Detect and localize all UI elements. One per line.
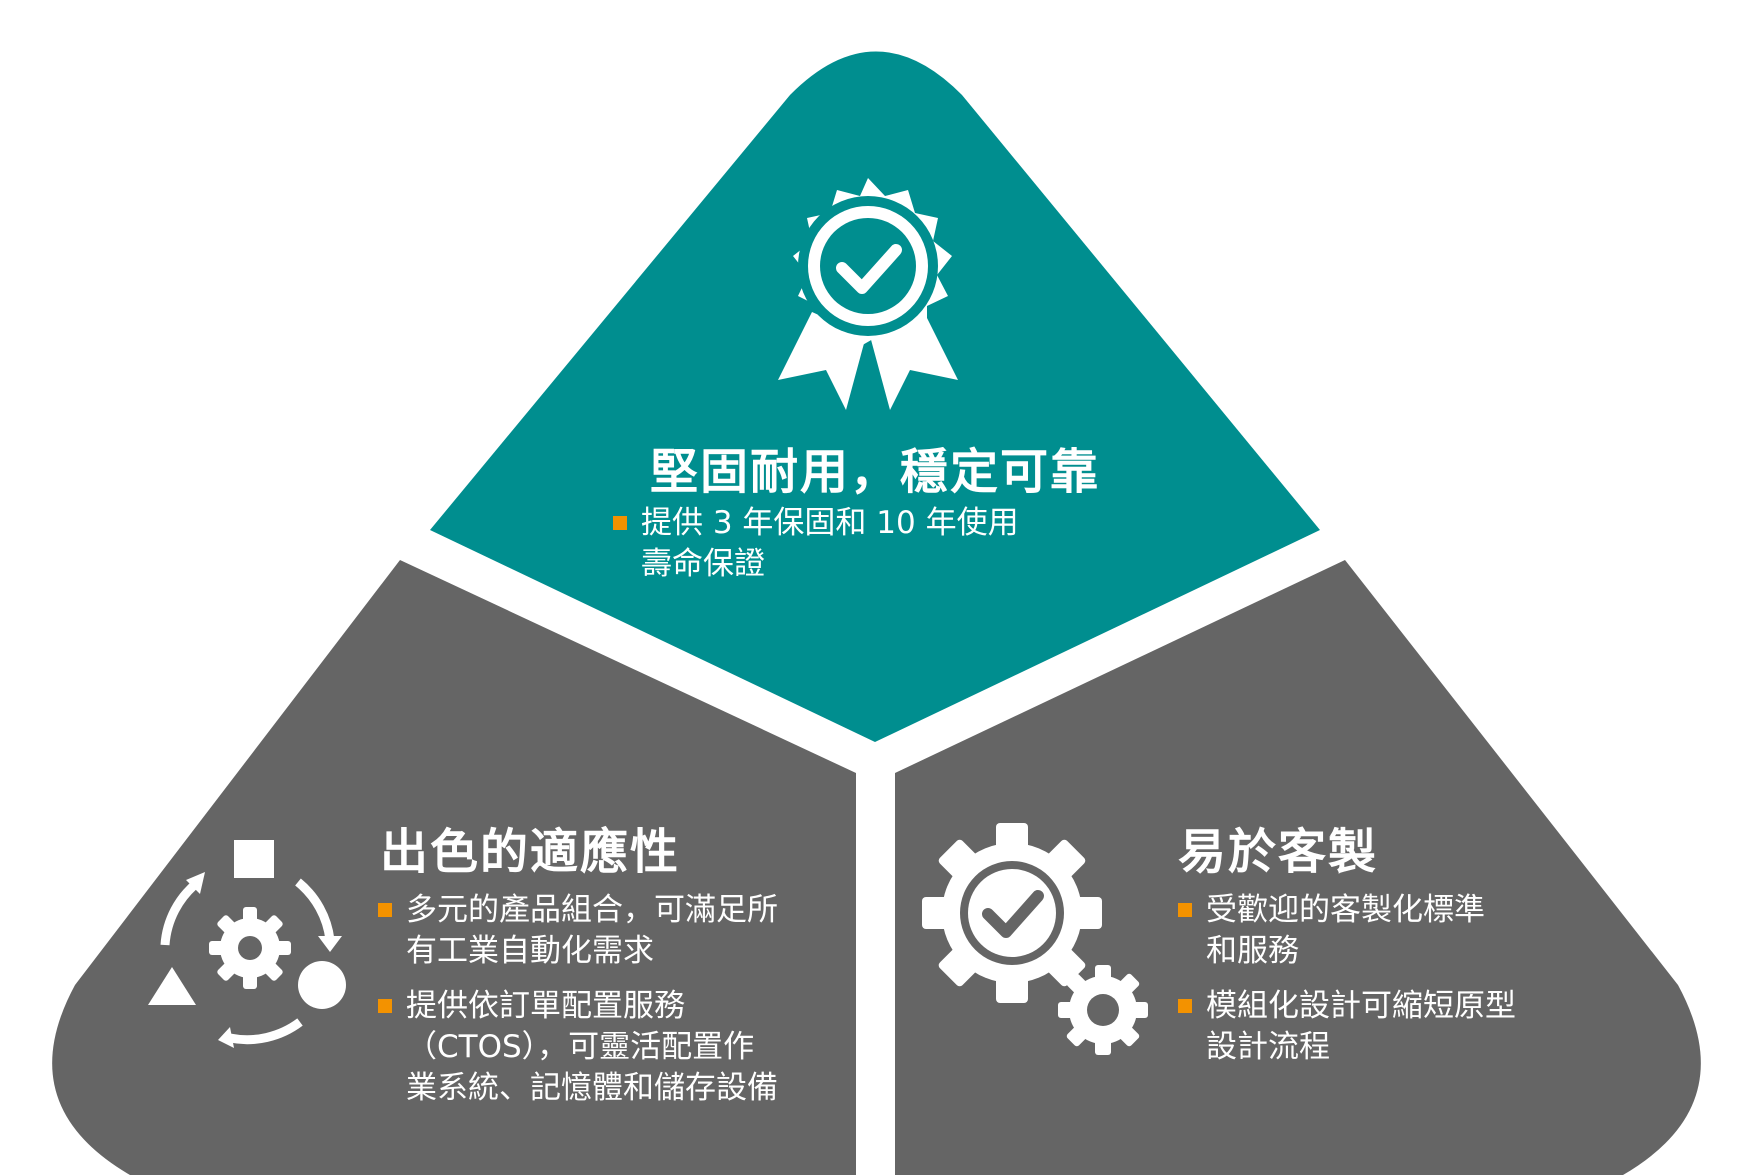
bullet-line: 業系統、記憶體和儲存設備: [406, 1070, 778, 1106]
left-segment: [52, 560, 856, 1175]
bullet-line: 模組化設計可縮短原型: [1206, 988, 1516, 1024]
bullet-line: 多元的產品組合，可滿足所: [406, 892, 778, 928]
bullet-line: 設計流程: [1206, 1029, 1330, 1065]
right-bullet-item: 受歡迎的客製化標準 和服務: [1178, 890, 1516, 972]
bullet-line: 提供依訂單配置服務: [406, 988, 685, 1024]
bullet-line: 壽命保證: [641, 546, 765, 582]
bullet-line: 提供 3 年保固和 10 年使用: [641, 505, 1019, 541]
right-title: 易於客製: [1178, 824, 1379, 880]
adaptive-cycle-icon: [148, 840, 346, 1048]
left-bullet-item: 提供依訂單配置服務 （CTOS），可靈活配置作 業系統、記憶體和儲存設備: [378, 986, 778, 1109]
right-bullet-item: 模組化設計可縮短原型 設計流程: [1178, 986, 1516, 1068]
left-bullet-item: 多元的產品組合，可滿足所 有工業自動化需求: [378, 890, 778, 972]
bullet-line: 有工業自動化需求: [406, 933, 654, 969]
top-bullet-item: 提供 3 年保固和 10 年使用 壽命保證: [613, 503, 1019, 585]
bullet-line: 和服務: [1206, 933, 1299, 969]
bullet-line: 受歡迎的客製化標準: [1206, 892, 1485, 928]
top-bullet-list: 提供 3 年保固和 10 年使用 壽命保證: [613, 503, 1019, 599]
right-bullet-list: 受歡迎的客製化標準 和服務 模組化設計可縮短原型 設計流程: [1178, 890, 1516, 1082]
top-title: 堅固耐用，穩定可靠: [650, 444, 1101, 500]
left-bullet-list: 多元的產品組合，可滿足所 有工業自動化需求 提供依訂單配置服務 （CTOS），可…: [378, 890, 778, 1123]
award-badge-check-icon: [778, 178, 958, 410]
top-segment: [430, 51, 1320, 742]
bullet-line: （CTOS），可靈活配置作: [406, 1029, 755, 1065]
left-title: 出色的適應性: [380, 824, 681, 880]
gears-check-icon: [922, 823, 1148, 1055]
